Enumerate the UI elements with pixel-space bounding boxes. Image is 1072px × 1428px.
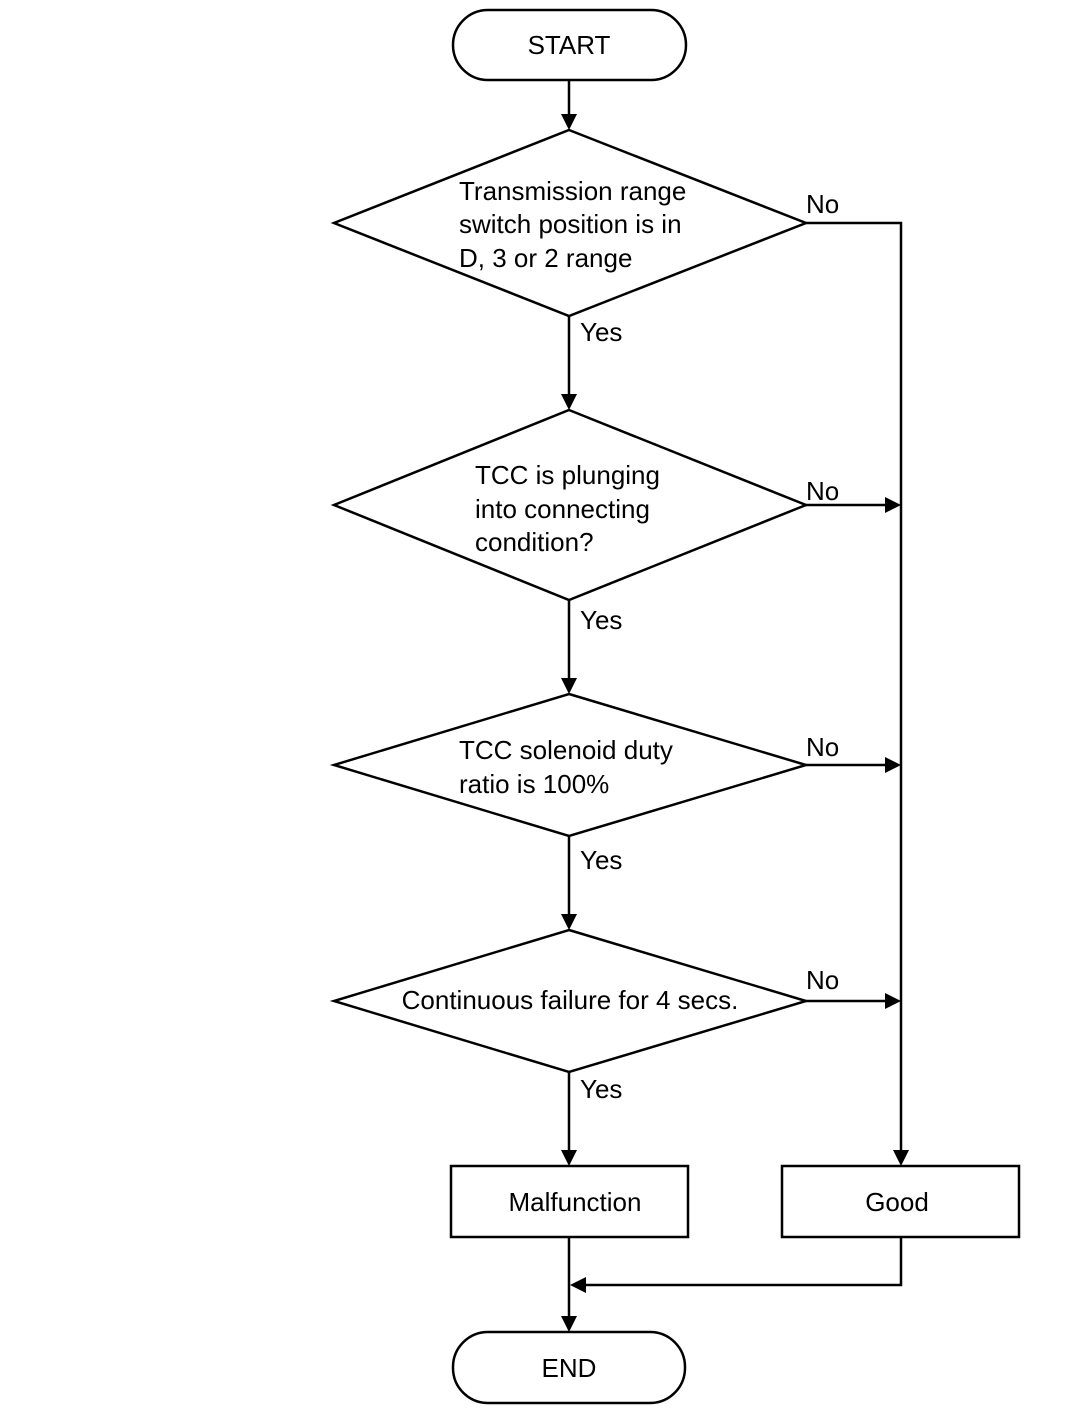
- malfunction-box: Malfunction: [449, 1164, 690, 1239]
- decision-4-yes-label: Yes: [580, 1074, 622, 1104]
- decision-1-line-3: D, 3 or 2 range: [459, 243, 632, 273]
- connector-decision-3-no: [806, 757, 901, 773]
- decision-2-line-1: TCC is plunging: [475, 460, 660, 490]
- decision-3-line-2: ratio is 100%: [459, 769, 609, 799]
- decision-4-line-1: Continuous failure for 4 secs.: [402, 985, 739, 1015]
- good-box: Good: [780, 1164, 1021, 1239]
- connector-decision-4-no: [806, 993, 901, 1009]
- decision-3-line-1: TCC solenoid duty: [459, 735, 673, 765]
- connector-decision-1-no-to-good: [806, 221, 909, 1166]
- connector-decision-1-to-decision-2: [561, 316, 577, 410]
- decision-1-line-2: switch position is in: [459, 209, 682, 239]
- decision-continuous-failure: Continuous failure for 4 secs.: [329, 928, 811, 1074]
- start-terminal: START: [451, 8, 688, 82]
- good-label: Good: [865, 1187, 929, 1217]
- decision-2-line-3: condition?: [475, 527, 594, 557]
- malfunction-label: Malfunction: [509, 1187, 642, 1217]
- connector-decision-2-to-decision-3: [561, 600, 577, 694]
- end-label: END: [542, 1353, 597, 1383]
- decision-range-switch: Transmission range switch position is in…: [330, 128, 810, 318]
- connector-decision-4-to-malfunction: [561, 1072, 577, 1166]
- decision-solenoid-duty: TCC solenoid duty ratio is 100%: [329, 692, 811, 838]
- decision-4-no-label: No: [806, 965, 839, 995]
- decision-1-no-label: No: [806, 189, 839, 219]
- decision-tcc-plunging: TCC is plunging into connecting conditio…: [330, 408, 810, 602]
- connector-start-to-decision-1: [561, 80, 577, 130]
- decision-1-line-1: Transmission range: [459, 176, 686, 206]
- decision-3-yes-label: Yes: [580, 845, 622, 875]
- decision-2-line-2: into connecting: [475, 494, 650, 524]
- decision-2-yes-label: Yes: [580, 605, 622, 635]
- connector-malfunction-to-end: [561, 1237, 577, 1332]
- decision-2-no-label: No: [806, 476, 839, 506]
- start-label: START: [528, 30, 611, 60]
- connector-good-to-end: [570, 1237, 903, 1293]
- decision-1-yes-label: Yes: [580, 317, 622, 347]
- decision-3-no-label: No: [806, 732, 839, 762]
- connector-decision-2-no: [806, 497, 901, 513]
- end-terminal: END: [451, 1330, 687, 1405]
- connector-decision-3-to-decision-4: [561, 836, 577, 930]
